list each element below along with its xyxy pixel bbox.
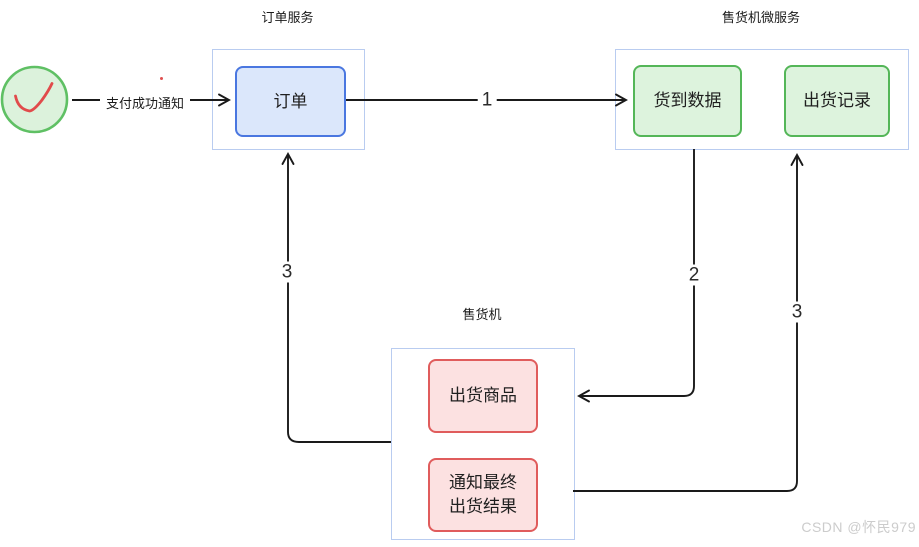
notify-result-node-label-line2: 出货结果	[449, 497, 517, 516]
notify-result-node-label-line1: 通知最终	[449, 473, 517, 492]
connector-step2-arrow	[577, 149, 695, 403]
watermark-text: CSDN @怀民979	[801, 519, 916, 535]
shipment-record-node: 出货记录	[784, 65, 890, 137]
order-service-title: 订单服务	[261, 10, 314, 25]
shipment-record-node-label: 出货记录	[803, 91, 871, 110]
payment-success-circle-icon	[0, 65, 69, 134]
step1-label: 1	[477, 89, 497, 111]
red-dot-mark	[160, 77, 163, 80]
connector-step3-right-arrow	[573, 153, 804, 492]
payment-notification-label: 支付成功通知	[100, 93, 190, 112]
vending-machine-title: 售货机	[462, 307, 502, 322]
notify-result-node: 通知最终 出货结果	[428, 458, 538, 532]
order-node: 订单	[235, 66, 346, 137]
connector-step3-left-arrow	[281, 152, 391, 443]
delivery-data-node: 货到数据	[633, 65, 742, 137]
ship-goods-node: 出货商品	[428, 359, 538, 433]
step3-right-label: 3	[787, 301, 807, 323]
vending-microservice-title: 售货机微服务	[721, 10, 800, 25]
delivery-data-node-label: 货到数据	[653, 91, 722, 110]
ship-goods-node-label: 出货商品	[449, 386, 517, 405]
order-node-label: 订单	[273, 91, 308, 111]
step2-label: 2	[684, 264, 704, 286]
check-icon	[14, 82, 54, 113]
step3-left-label: 3	[277, 261, 297, 283]
